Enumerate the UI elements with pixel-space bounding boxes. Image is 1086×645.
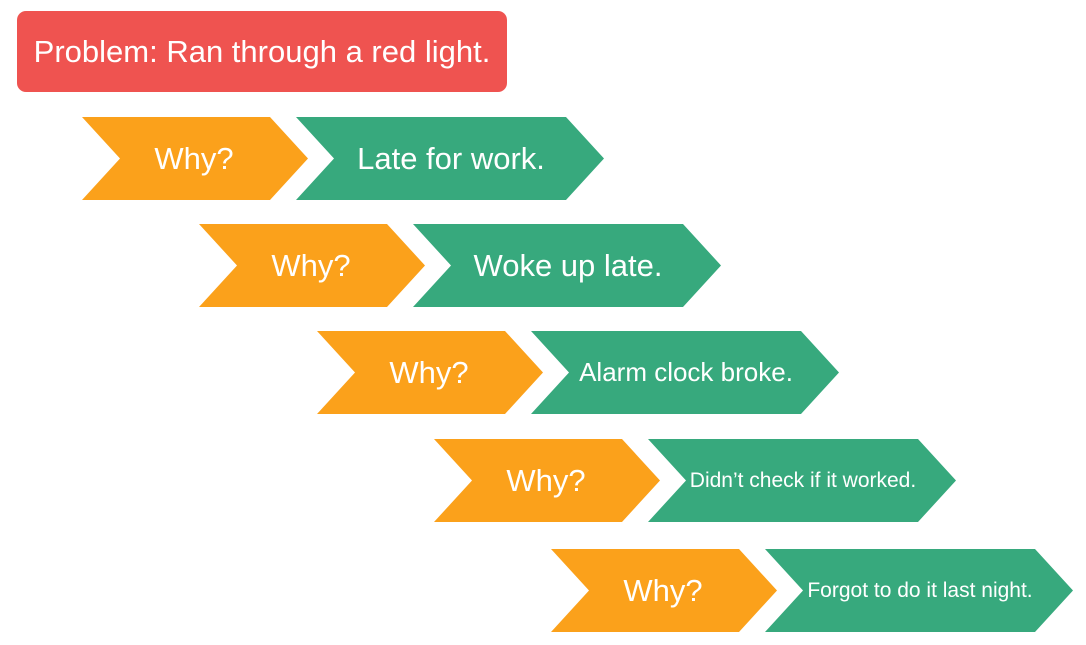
- why-label: Why?: [271, 247, 351, 283]
- answer-chevron: Forgot to do it last night.: [765, 549, 1073, 632]
- answer-label: Alarm clock broke.: [579, 357, 793, 387]
- problem-label: Problem: Ran through a red light.: [33, 33, 491, 69]
- why-chevron: Why?: [551, 549, 777, 632]
- answer-chevron: Late for work.: [296, 117, 604, 200]
- why-chevron: Why?: [82, 117, 308, 200]
- answer-label: Forgot to do it last night.: [807, 578, 1033, 602]
- answer-chevron: Alarm clock broke.: [531, 331, 839, 414]
- answer-label: Woke up late.: [473, 247, 663, 283]
- why-chevron: Why?: [199, 224, 425, 307]
- why-chevron: Why?: [434, 439, 660, 522]
- why-label: Why?: [154, 140, 234, 176]
- answer-label: Late for work.: [357, 140, 545, 176]
- why-label: Why?: [506, 462, 586, 498]
- problem-box: Problem: Ran through a red light.: [17, 11, 507, 92]
- answer-chevron: Woke up late.: [413, 224, 721, 307]
- answer-chevron: Didn’t check if it worked.: [648, 439, 956, 522]
- answer-label: Didn’t check if it worked.: [689, 468, 917, 492]
- why-label: Why?: [389, 354, 469, 390]
- why-chevron: Why?: [317, 331, 543, 414]
- why-label: Why?: [623, 572, 703, 608]
